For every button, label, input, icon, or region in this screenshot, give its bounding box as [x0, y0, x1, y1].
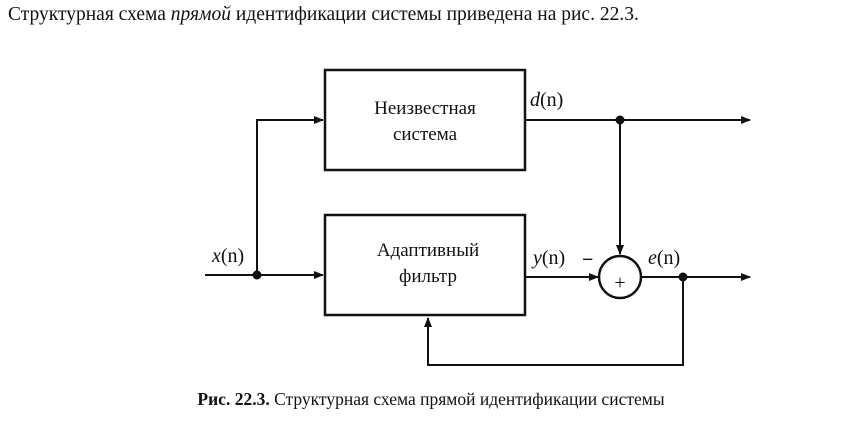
- adaptive-filter-block: [323, 213, 527, 317]
- unknown-system-label-line2: система: [393, 124, 458, 145]
- error-feedback-arrow: [424, 277, 684, 366]
- adaptive-filter-label-line2: фильтр: [399, 266, 457, 287]
- input-signal-label: x(n): [211, 245, 244, 267]
- intro-text-before: Структурная схема: [8, 4, 171, 25]
- adaptive-filter-label-line1: Адаптивный: [377, 240, 479, 261]
- desired-signal-label: d(n): [530, 89, 563, 111]
- intro-emphasis: прямой: [170, 4, 231, 25]
- error-signal-label: e(n): [648, 247, 680, 269]
- filter-output-signal-label: y(n): [531, 247, 565, 269]
- minus-sign: −: [582, 249, 593, 271]
- figure-caption-label: Рис. 22.3.: [197, 389, 270, 409]
- intro-paragraph: Структурная схема прямой идентификации с…: [8, 4, 639, 26]
- input-to-unknown-system-arrow: [256, 116, 324, 275]
- intro-text-after: идентификации системы приведена на рис. …: [231, 4, 639, 25]
- summator-plus-sign: +: [614, 272, 625, 294]
- unknown-system-label-line1: Неизвестная: [374, 98, 476, 119]
- figure-caption-text: Структурная схема прямой идентификации с…: [269, 389, 665, 409]
- figure-caption: Рис. 22.3. Структурная схема прямой иден…: [0, 389, 862, 410]
- unknown-system-block: [323, 68, 527, 172]
